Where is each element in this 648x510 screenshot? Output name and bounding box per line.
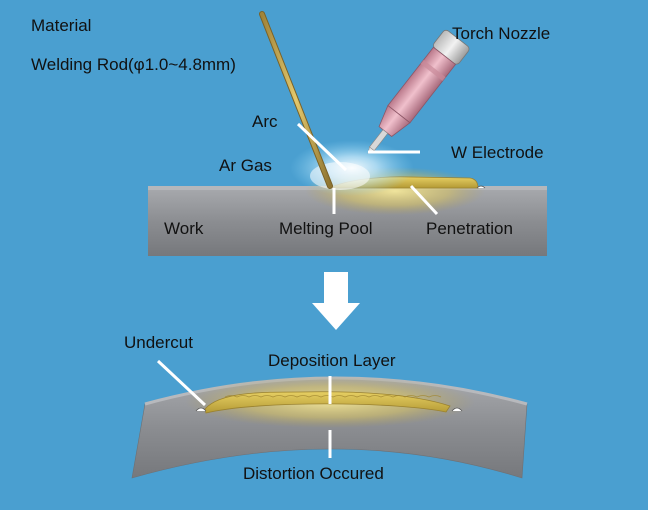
- welding-rod: [259, 11, 333, 189]
- melting-pool-label: Melting Pool: [279, 219, 373, 238]
- undercut-groove-top: [476, 185, 486, 189]
- undercut-groove-left: [195, 407, 207, 412]
- arc-label: Arc: [252, 112, 278, 131]
- deposition-bead: [204, 391, 451, 414]
- undercut-leader: [156, 359, 207, 407]
- arc-leader: [296, 122, 348, 172]
- deposition-bead-ripples: [224, 395, 442, 398]
- undercut-groove-right: [451, 407, 463, 412]
- work-label: Work: [164, 219, 204, 238]
- ar-gas-label: Ar Gas: [219, 156, 272, 175]
- penetration-leader: [409, 184, 439, 216]
- w-electrode-label: W Electrode: [451, 143, 544, 162]
- torch-nozzle: [367, 29, 470, 155]
- distortion-label: Distortion Occured: [243, 464, 384, 483]
- undercut-label: Undercut: [124, 333, 193, 352]
- deposition-layer-label: Deposition Layer: [268, 351, 396, 370]
- welding-rod-label: Welding Rod(φ1.0~4.8mm): [31, 55, 236, 74]
- material-label: Material: [31, 16, 92, 35]
- penetration-label: Penetration: [426, 219, 513, 238]
- down-arrow-icon: [312, 272, 360, 330]
- torch-nozzle-label: Torch Nozzle: [452, 24, 551, 43]
